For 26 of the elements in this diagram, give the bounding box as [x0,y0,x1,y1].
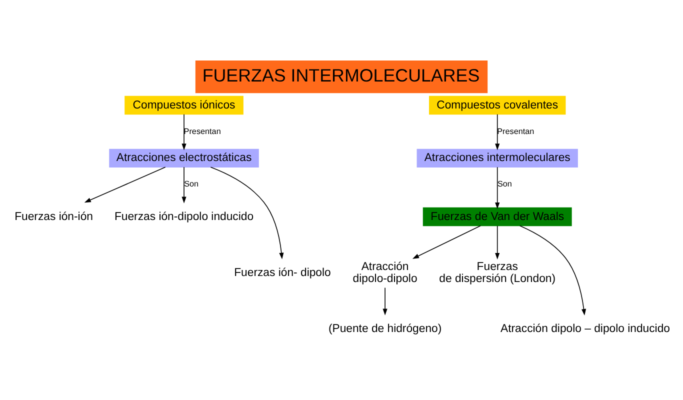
node-text: Atracción dipolo-dipolo [352,260,418,285]
arrow [519,224,586,316]
node-text: Fuerzas ión- dipolo [234,266,331,278]
node-text: Atracción dipolo – dipolo inducido [500,322,670,335]
arrow [182,166,186,203]
node-text: Fuerzas ión-ión [14,210,93,222]
edge-label: Son [497,179,512,188]
edge-label: Presentan [497,126,534,136]
arrow [495,113,500,150]
arrow [182,113,186,150]
node-box: Fuerzas de Van der Waals [422,206,572,226]
arrow [495,224,500,259]
node-text: Fuerzas ión-dipolo inducido [114,210,254,222]
arrow [84,166,166,202]
node-box: Atracciones intermoleculares [416,148,578,168]
arrow [210,166,284,259]
node-box: Compuestos iónicos [124,95,244,114]
arrow [382,286,388,315]
node-box: Atracciones electrostáticas [109,148,259,168]
node-text: (Puente de hidrógeno) [328,322,442,335]
diagram-title: FUERZAS INTERMOLECULARES [202,64,480,85]
edge-label: Son [184,179,199,188]
node-box: Compuestos covalentes [429,95,566,114]
node-text: Fuerzas de dispersión (London) [439,260,556,285]
arrow [495,166,500,209]
arrow [412,224,481,258]
